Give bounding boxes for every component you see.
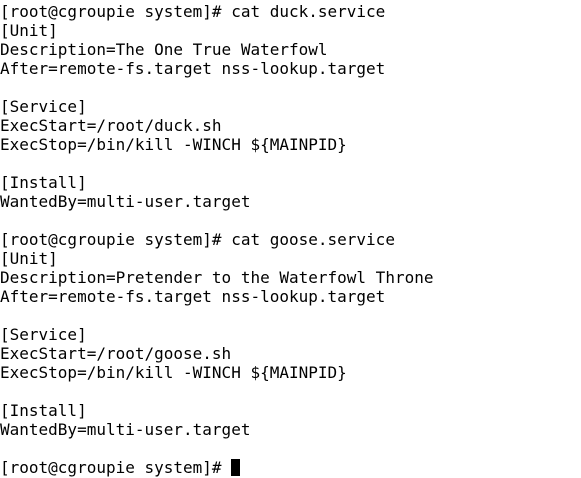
prompt-line-cat-duck: [root@cgroupie system]# cat duck.service [0, 2, 386, 21]
blank-line [0, 78, 581, 97]
duck-execstop-line: ExecStop=/bin/kill -WINCH ${MAINPID} [0, 135, 347, 154]
blank-line [0, 439, 581, 458]
blank-line [0, 306, 581, 325]
active-prompt-line[interactable]: [root@cgroupie system]# [0, 458, 581, 477]
duck-after-line: After=remote-fs.target nss-lookup.target [0, 59, 386, 78]
duck-wantedby-line: WantedBy=multi-user.target [0, 192, 251, 211]
duck-description-line: Description=The One True Waterfowl [0, 40, 328, 59]
goose-description-line: Description=Pretender to the Waterfowl T… [0, 268, 434, 287]
duck-execstart-line: ExecStart=/root/duck.sh [0, 116, 222, 135]
goose-wantedby-line: WantedBy=multi-user.target [0, 420, 251, 439]
blank-line [0, 211, 581, 230]
install-section-header: [Install] [0, 401, 87, 420]
install-section-header: [Install] [0, 173, 87, 192]
shell-prompt: [root@cgroupie system]# [0, 458, 232, 477]
service-section-header: [Service] [0, 97, 87, 116]
goose-after-line: After=remote-fs.target nss-lookup.target [0, 287, 386, 306]
service-section-header: [Service] [0, 325, 87, 344]
prompt-line-cat-goose: [root@cgroupie system]# cat goose.servic… [0, 230, 395, 249]
blank-line [0, 382, 581, 401]
blank-line [0, 154, 581, 173]
unit-section-header: [Unit] [0, 21, 58, 40]
unit-section-header: [Unit] [0, 249, 58, 268]
text-cursor[interactable] [231, 459, 241, 476]
goose-execstop-line: ExecStop=/bin/kill -WINCH ${MAINPID} [0, 363, 347, 382]
goose-execstart-line: ExecStart=/root/goose.sh [0, 344, 232, 363]
